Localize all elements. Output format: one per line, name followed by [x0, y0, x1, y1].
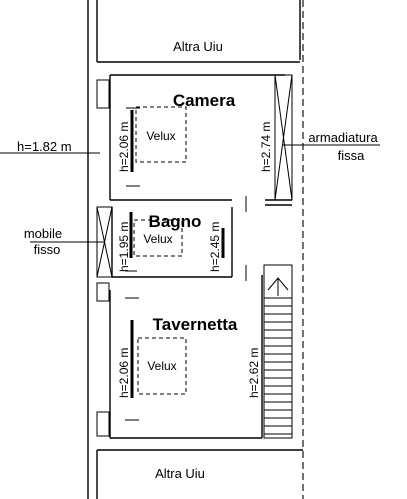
cabinet-callout: mobile fisso — [24, 226, 104, 257]
velux-tavernetta — [137, 337, 187, 395]
window-tavernetta-bottom — [96, 411, 110, 437]
cabinet-label-1: mobile — [24, 226, 62, 241]
top-neighbour-label: Altra Uiu — [173, 39, 223, 54]
wardrobe-label-1: armadiatura — [308, 130, 378, 145]
bagno-room: Bagno Velux h=1.95 m h=2.45 m — [96, 196, 247, 281]
height-tavernetta-left: h=2.06 m — [117, 348, 131, 398]
cabinet-label-2: fisso — [34, 242, 61, 257]
outer-walls — [87, 0, 304, 499]
height-bagno-left: h=1.95 m — [117, 222, 131, 272]
velux-tavernetta-label: Velux — [147, 359, 176, 373]
bottom-neighbour-area: Altra Uiu — [97, 449, 303, 481]
velux-camera-label: Velux — [146, 129, 175, 143]
wardrobe-label-2: fissa — [338, 148, 366, 163]
height-tavernetta-right: h=2.62 m — [247, 348, 261, 398]
height-camera-left: h=2.06 m — [117, 122, 131, 172]
window-tavernetta-top — [96, 282, 110, 302]
top-neighbour-area: Altra Uiu — [97, 39, 300, 63]
bagno-room-label: Bagno — [149, 212, 202, 231]
camera-room: Camera Velux h=2.06 m h=2.74 m — [96, 74, 293, 206]
bottom-neighbour-label: Altra Uiu — [155, 466, 205, 481]
height-left-outside: h=1.82 m — [17, 139, 72, 154]
velux-camera — [135, 106, 187, 163]
velux-bagno — [133, 219, 183, 257]
height-bagno-right: h=2.45 m — [208, 222, 222, 272]
height-camera-right: h=2.74 m — [259, 122, 273, 172]
tavernetta-room-label: Tavernetta — [153, 315, 238, 334]
window-camera — [96, 79, 110, 109]
wardrobe-callout: armadiatura fissa — [283, 130, 380, 163]
tavernetta-room: Tavernetta Velux h=2.06 m h=2.62 m — [96, 275, 263, 439]
fixed-wardrobe — [274, 74, 293, 201]
camera-room-label: Camera — [173, 91, 236, 110]
staircase — [263, 264, 293, 439]
velux-bagno-label: Velux — [143, 232, 172, 246]
left-height-callout: h=1.82 m — [0, 139, 100, 154]
